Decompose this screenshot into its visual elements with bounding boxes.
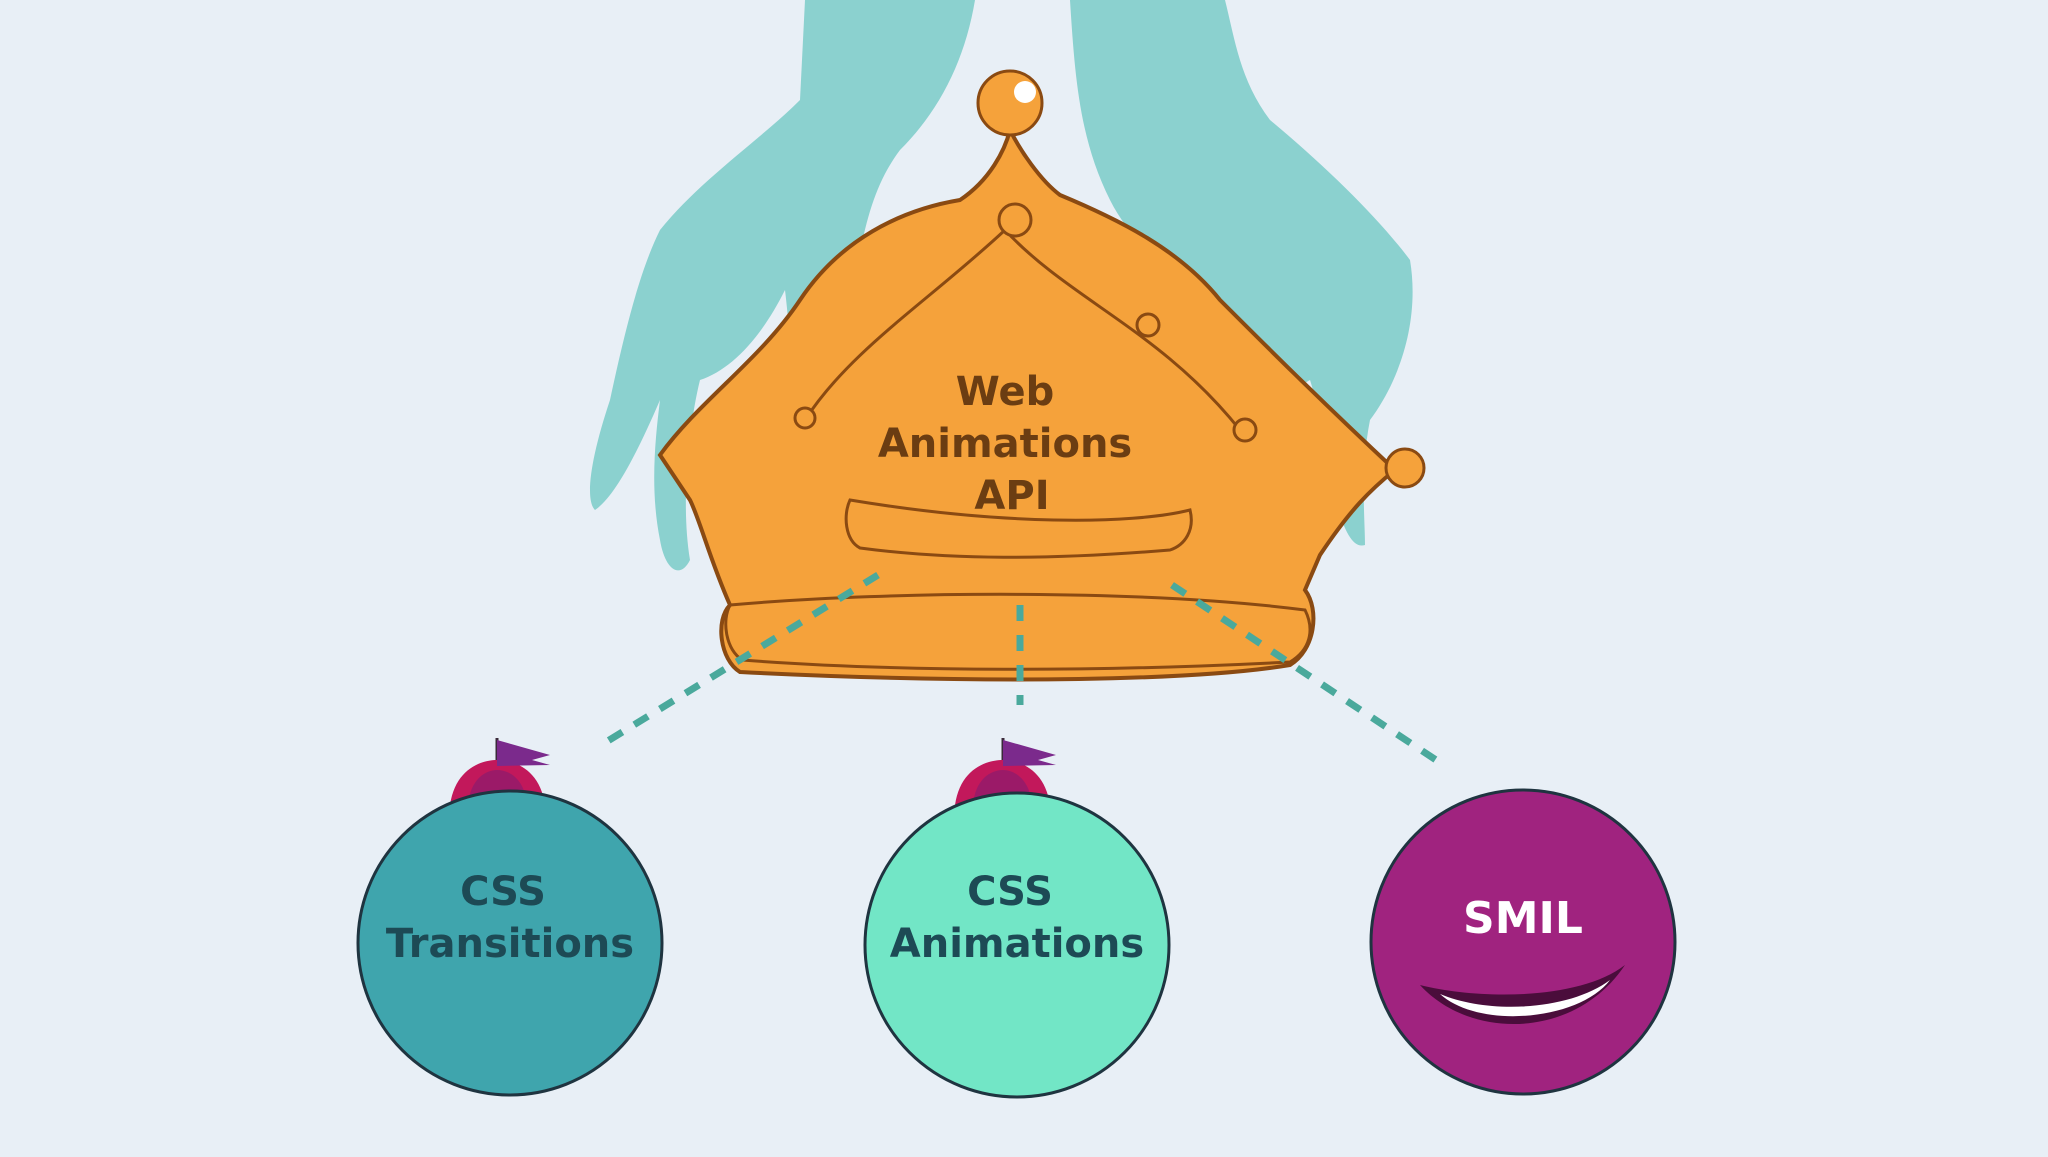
root-label: Web Animations API [878, 369, 1146, 519]
crown-band-lower [724, 592, 1312, 671]
node-label: CSS Animations [890, 869, 1144, 967]
crown-icon: Web Animations API [657, 69, 1426, 682]
node-circle [863, 791, 1171, 1099]
child-node-smil: SMIL [1369, 788, 1677, 1096]
root-line: Animations [878, 421, 1132, 467]
crown-left-ball [793, 406, 817, 430]
crown-mid-right-ball [1135, 312, 1161, 338]
crown-top-ball [976, 69, 1044, 137]
connector-right [1170, 582, 1438, 763]
child-node-css-animations: CSS Animations [863, 738, 1171, 1099]
connector-left [596, 572, 880, 750]
connectors [596, 572, 1438, 763]
root-line: Web [956, 369, 1054, 415]
node-circle [356, 789, 664, 1097]
node-label: SMIL [1463, 893, 1583, 944]
smile-icon [1420, 965, 1625, 1025]
crown-inner-right-ball [1232, 417, 1258, 443]
node-circle [1369, 788, 1677, 1096]
crown-body [657, 124, 1399, 682]
crown-band-upper [844, 498, 1193, 559]
node-label: CSS Transitions [386, 869, 634, 967]
crown-top-ball-shine [1014, 81, 1036, 103]
crown-mid-ball [997, 202, 1033, 238]
child-node-css-transitions: CSS Transitions [356, 738, 664, 1097]
crown-right-ball [1384, 447, 1426, 489]
root-line: API [974, 473, 1049, 519]
